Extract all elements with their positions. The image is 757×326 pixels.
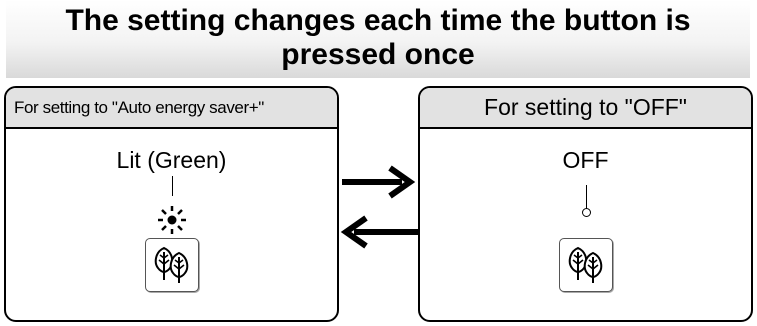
lit-indicator-icon: [158, 206, 186, 234]
leaf-icon: [154, 246, 189, 283]
lit-green-label: Lit (Green): [116, 147, 227, 173]
banner-title: The setting changes each time the button…: [65, 4, 691, 71]
off-header: For setting to "OFF": [420, 88, 751, 129]
auto-energy-saver-panel: For setting to "Auto energy saver+" Lit …: [4, 86, 339, 322]
auto-energy-saver-header: For setting to "Auto energy saver+": [6, 88, 337, 129]
eco-button[interactable]: [145, 238, 199, 292]
arrow-right-icon: [342, 165, 416, 199]
leaf-icon: [568, 246, 603, 283]
arrow-left-icon: [340, 215, 418, 249]
unlit-indicator-icon: [582, 208, 591, 217]
off-panel: For setting to "OFF" OFF: [418, 86, 753, 322]
indicator-leader-line: [586, 185, 587, 209]
indicator-leader-line: [172, 176, 173, 196]
eco-button[interactable]: [559, 238, 613, 292]
title-banner: The setting changes each time the button…: [6, 0, 750, 78]
toggle-arrows: [340, 165, 418, 249]
off-label: OFF: [562, 147, 609, 173]
